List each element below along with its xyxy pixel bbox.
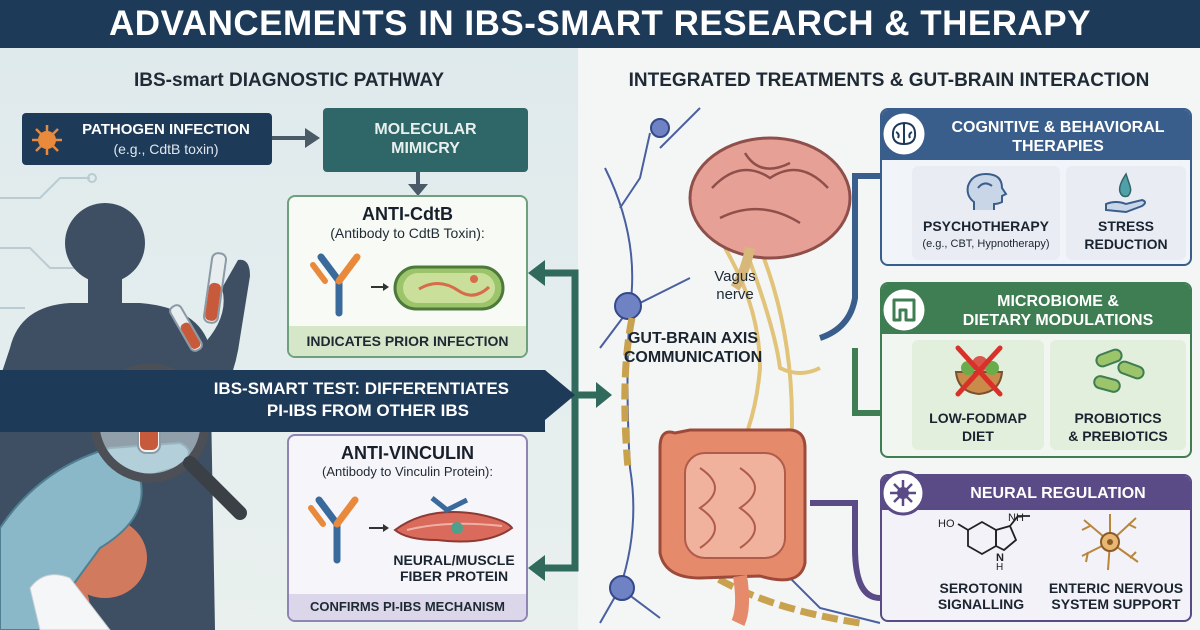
- neuron-badge-icon: [880, 470, 926, 516]
- protein-label: NEURAL/MUSCLE FIBER PROTEIN: [379, 552, 529, 584]
- pathogen-icon: [32, 125, 62, 155]
- molecule-ho: HO: [938, 518, 955, 530]
- brain-icon: [688, 136, 852, 291]
- anti-vinculin-subtitle: (Antibody to Vinculin Protein):: [321, 464, 494, 479]
- axis-line2: COMMUNICATION: [623, 349, 763, 366]
- psychotherapy-label: PSYCHOTHERAPY: [922, 218, 1050, 234]
- large-intestine-icon: [658, 428, 807, 626]
- anti-cdtb-subtitle: (Antibody to CdtB Toxin):: [330, 225, 485, 241]
- enteric-neuron-icon: [1081, 514, 1139, 571]
- psychotherapy-card: PSYCHOTHERAPY (e.g., CBT, Hypnotherapy): [912, 166, 1060, 260]
- cbt-head1: COGNITIVE & BEHAVIORAL: [951, 119, 1165, 136]
- vagus-nerve-label: Vagus nerve: [705, 268, 765, 304]
- serotonin-line2: SIGNALLING: [937, 596, 1025, 612]
- gut-brain-axis-label: GUT-BRAIN AXIS COMMUNICATION: [608, 329, 778, 367]
- molecule-nh: NH: [1008, 512, 1024, 524]
- illustration-layer: [0, 107, 898, 630]
- anti-cdtb-title: ANTI-CdtB: [362, 204, 453, 224]
- serotonin-line1: SEROTONIN: [939, 580, 1023, 596]
- probiotics-line2: & PREBIOTICS: [1068, 428, 1168, 444]
- hand-droplet-icon: [1105, 172, 1146, 214]
- cognitive-behavioral-panel: COGNITIVE & BEHAVIORAL THERAPIES PSYCHOT…: [880, 108, 1192, 266]
- pathway-arrows: [272, 128, 428, 196]
- page-title: ADVANCEMENTS IN IBS-SMART RESEARCH & THE…: [0, 0, 1200, 48]
- anti-vinculin-footer: CONFIRMS PI-IBS MECHANISM: [289, 594, 526, 620]
- axis-line1: GUT-BRAIN AXIS: [627, 330, 759, 347]
- probiotic-bacteria-icon: [1093, 348, 1145, 393]
- pathogen-line1: PATHOGEN INFECTION: [82, 121, 250, 138]
- pathogen-infection-box: PATHOGEN INFECTION (e.g., CdtB toxin): [22, 113, 272, 165]
- micro-head2: DIETARY MODULATIONS: [962, 312, 1154, 329]
- fodmap-line1: LOW-FODMAP: [929, 410, 1027, 426]
- mimicry-line1: MOLECULAR: [374, 121, 477, 138]
- treatment-connectors: [810, 173, 881, 601]
- vagus-line2: nerve: [716, 286, 754, 303]
- no-food-bowl-icon: [954, 345, 1004, 397]
- molecular-mimicry-box: MOLECULAR MIMICRY: [323, 108, 528, 172]
- serotonin-molecule-icon: [957, 515, 1030, 556]
- psychotherapy-note: (e.g., CBT, Hypnotherapy): [922, 238, 1050, 250]
- neural-header: NEURAL REGULATION: [882, 476, 1190, 510]
- test-tube-icon: [169, 252, 228, 352]
- arrow-icon: [371, 283, 389, 291]
- vagus-line1: Vagus: [714, 268, 756, 285]
- test-line1: IBS-SMART TEST: DIFFERENTIATES: [213, 379, 509, 398]
- diagnostic-pathway-title: IBS-smart DIAGNOSTIC PATHWAY: [133, 70, 445, 91]
- protein-line2: FIBER PROTEIN: [399, 568, 509, 584]
- antibody-bacteria-illustration: [310, 253, 505, 317]
- ibs-smart-test-banner: IBS-SMART TEST: DIFFERENTIATES PI-IBS FR…: [0, 370, 545, 432]
- anti-cdtb-card: ANTI-CdtB (Antibody to CdtB Toxin): INDI…: [287, 195, 528, 358]
- fodmap-line2: DIET: [962, 428, 994, 444]
- molecule-h: H: [996, 562, 1004, 573]
- stress-line2: REDUCTION: [1084, 236, 1168, 252]
- micro-head1: MICROBIOME &: [997, 293, 1119, 310]
- intestine-badge-icon: [880, 286, 928, 334]
- probiotics-card: PROBIOTICS & PREBIOTICS: [1050, 340, 1186, 450]
- cbt-header: COGNITIVE & BEHAVIORAL THERAPIES: [882, 110, 1190, 160]
- anti-vinculin-card: ANTI-VINCULIN (Antibody to Vinculin Prot…: [287, 434, 528, 622]
- neural-regulation-panel: NEURAL REGULATION NH HO N H SEROTONIN SI…: [880, 470, 1192, 622]
- pathogen-line2: (e.g., CdtB toxin): [113, 141, 219, 157]
- head-profile-icon: [966, 172, 1008, 210]
- molecule-n: N: [996, 552, 1004, 564]
- enteric-line2: SYSTEM SUPPORT: [1051, 596, 1181, 612]
- antibody-protein-illustration: [308, 496, 514, 564]
- anti-vinculin-title: ANTI-VINCULIN: [341, 443, 474, 463]
- bacteria-icon: [393, 265, 505, 311]
- serotonin-label: SEROTONIN SIGNALLING: [926, 580, 1036, 612]
- cbt-head2: THERAPIES: [1012, 138, 1104, 155]
- mimicry-line2: MIMICRY: [391, 140, 460, 157]
- low-fodmap-card: LOW-FODMAP DIET: [912, 340, 1044, 450]
- brain-badge-icon: [880, 110, 928, 158]
- antibody-icon: [308, 496, 359, 564]
- microbiome-dietary-panel: MICROBIOME & DIETARY MODULATIONS LOW-FOD…: [880, 282, 1192, 458]
- muscle-fiber-icon: [393, 496, 514, 543]
- test-line2: PI-IBS FROM OTHER IBS: [266, 401, 469, 420]
- micro-header: MICROBIOME & DIETARY MODULATIONS: [882, 284, 1190, 334]
- enteric-label: ENTERIC NERVOUS SYSTEM SUPPORT: [1042, 580, 1190, 612]
- stress-line1: STRESS: [1097, 218, 1154, 234]
- enteric-line1: ENTERIC NERVOUS: [1048, 580, 1184, 596]
- connector-arrows: [540, 269, 600, 572]
- protein-line1: NEURAL/MUSCLE: [393, 552, 515, 568]
- integrated-treatments-title: INTEGRATED TREATMENTS & GUT-BRAIN INTERA…: [628, 70, 1150, 91]
- test-bar-arrowhead: [545, 370, 575, 420]
- stress-reduction-card: STRESS REDUCTION: [1066, 166, 1186, 260]
- anti-cdtb-footer: INDICATES PRIOR INFECTION: [289, 326, 526, 356]
- probiotics-line1: PROBIOTICS: [1074, 410, 1162, 426]
- antibody-icon: [310, 253, 361, 317]
